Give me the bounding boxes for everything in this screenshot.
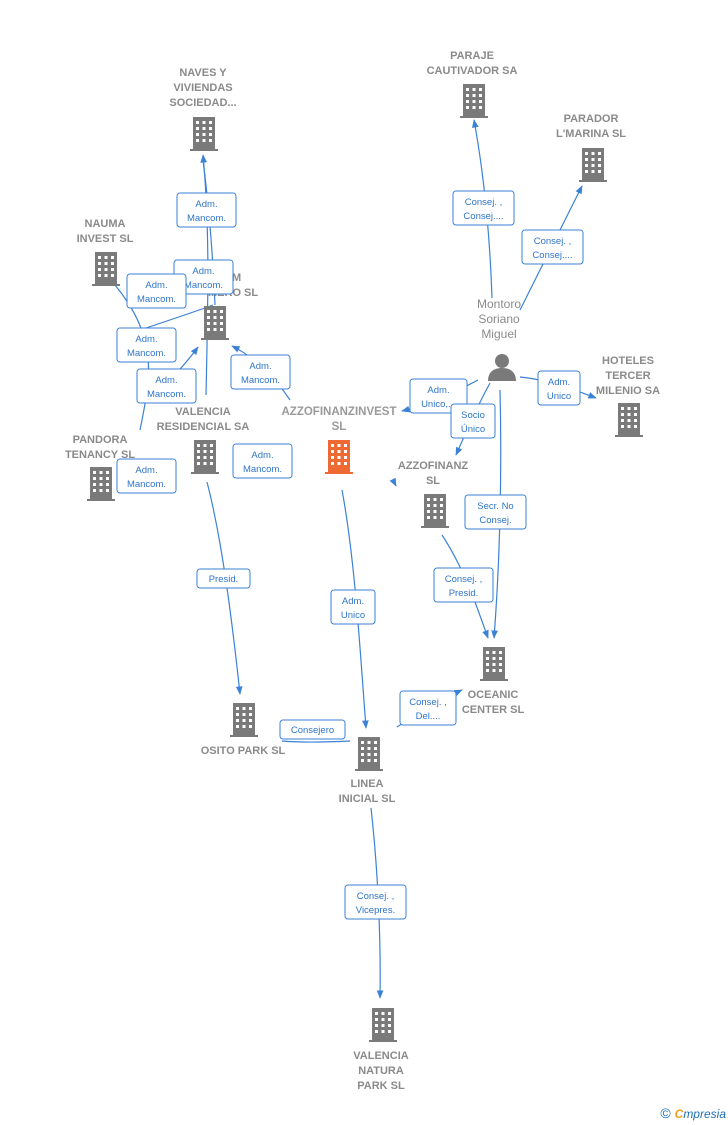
- edge-label-consejdel[interactable]: Consej. ,Del....: [399, 690, 457, 726]
- brand-logo-text: mpresia: [683, 1107, 726, 1121]
- edge-label-nauma-2[interactable]: Adm.Mancom.: [116, 327, 177, 363]
- edge-label-hoteles[interactable]: Adm.Unico: [537, 370, 581, 406]
- person-icon: [488, 354, 516, 381]
- edge-labels: Adm.Mancom. Adm.Mancom. Adm.Mancom. Adm.…: [116, 190, 584, 920]
- copyright-symbol: ©: [660, 1105, 671, 1121]
- brand-logo-letter: C: [674, 1107, 684, 1121]
- svg-text:Adm.Mancom.: Adm.Mancom.: [127, 465, 166, 490]
- svg-text:Consej. ,Consej....: Consej. ,Consej....: [463, 197, 503, 222]
- building-icon: [230, 703, 258, 737]
- edge-label-main[interactable]: Adm.Mancom.: [232, 443, 293, 479]
- building-icon: [325, 440, 353, 474]
- edge-label-valres[interactable]: Adm.Mancom.: [136, 368, 197, 404]
- node-osito[interactable]: OSITO PARK SL: [201, 703, 286, 757]
- building-icon: [190, 117, 218, 151]
- svg-text:Adm.Unico,...: Adm.Unico,...: [421, 385, 456, 410]
- svg-text:Consej. ,Del....: Consej. ,Del....: [409, 697, 447, 722]
- svg-text:Consej. ,Consej....: Consej. ,Consej....: [532, 236, 572, 261]
- edge-consejero: [281, 740, 351, 743]
- svg-text:Adm.Mancom.: Adm.Mancom.: [241, 361, 280, 386]
- svg-text:Adm.Mancom.: Adm.Mancom.: [137, 280, 176, 305]
- node-label: OSITO PARK SL: [201, 745, 286, 757]
- svg-text:Adm.Unico: Adm.Unico: [341, 596, 365, 621]
- edge-label-admunico[interactable]: Adm.Unico: [330, 589, 376, 625]
- building-icon: [480, 647, 508, 681]
- svg-text:Adm.Unico: Adm.Unico: [547, 377, 571, 402]
- building-icon: [201, 306, 229, 340]
- svg-text:Presid.: Presid.: [209, 574, 239, 585]
- edge-label-pandora[interactable]: Adm.Mancom.: [116, 458, 177, 494]
- building-icon: [421, 494, 449, 528]
- building-icon: [191, 440, 219, 474]
- svg-text:Consej. ,Vicepres.: Consej. ,Vicepres.: [356, 891, 395, 916]
- svg-text:Adm.Mancom.: Adm.Mancom.: [243, 450, 282, 475]
- edge-label-presid[interactable]: Presid.: [196, 568, 251, 589]
- svg-text:Consej. ,Presid.: Consej. ,Presid.: [445, 574, 483, 599]
- edge-m-partial: [139, 304, 214, 331]
- edge-label-paraje[interactable]: Consej. ,Consej....: [452, 190, 515, 226]
- edge-label-naves[interactable]: Adm.Mancom.: [176, 192, 237, 228]
- edge-label-parador[interactable]: Consej. ,Consej....: [521, 229, 584, 265]
- building-icon: [615, 403, 643, 437]
- edge-label-consejero[interactable]: Consejero: [279, 719, 346, 740]
- svg-text:Consejero: Consejero: [291, 725, 334, 736]
- edge-main-right: [389, 477, 397, 487]
- svg-text:Adm.Mancom.: Adm.Mancom.: [187, 199, 226, 224]
- building-icon: [92, 252, 120, 286]
- edge-label-nauma[interactable]: Adm.Mancom.: [126, 273, 187, 309]
- svg-text:Adm.Mancom.: Adm.Mancom.: [147, 375, 186, 400]
- edge-label-vicepres[interactable]: Consej. ,Vicepres.: [344, 884, 407, 920]
- edge-label-azzof-oc[interactable]: Consej. ,Presid.: [433, 567, 494, 603]
- svg-text:Adm.Mancom.: Adm.Mancom.: [184, 266, 223, 291]
- building-icon: [87, 467, 115, 501]
- edge-label-m2[interactable]: Adm.Mancom.: [230, 354, 291, 390]
- building-icon: [579, 148, 607, 182]
- svg-text:Adm.Mancom.: Adm.Mancom.: [127, 334, 166, 359]
- brand-logo: ©Cmpresia: [660, 1105, 726, 1121]
- building-icon: [369, 1008, 397, 1042]
- building-icon: [355, 737, 383, 771]
- building-icon: [460, 84, 488, 118]
